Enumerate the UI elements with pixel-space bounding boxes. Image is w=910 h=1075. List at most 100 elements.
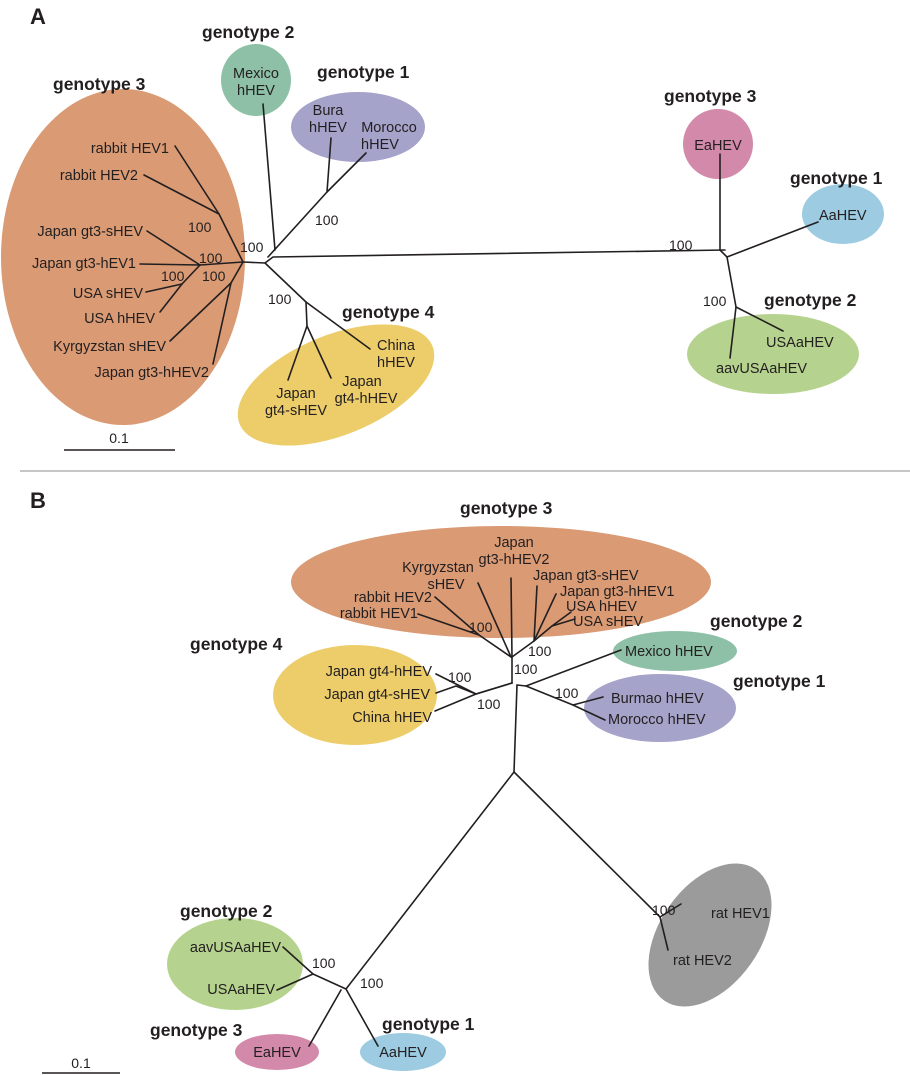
panel-a: A bbox=[1, 4, 884, 451]
leaf-label: rabbit HEV2 bbox=[354, 590, 432, 606]
genotype-label: genotype 3 bbox=[664, 86, 757, 106]
leaf-label: AaHEV bbox=[819, 208, 867, 224]
clade-ellipse-b-rat bbox=[648, 863, 772, 1007]
genotype-label: genotype 4 bbox=[190, 634, 283, 654]
bootstrap-value: 100 bbox=[360, 975, 384, 991]
branch bbox=[326, 137, 332, 193]
branch bbox=[345, 771, 515, 990]
clade-ellipse-b-genotype2 bbox=[613, 631, 737, 671]
panel-b-letter: B bbox=[30, 488, 46, 513]
bootstrap-value: 100 bbox=[469, 619, 493, 635]
genotype-label: genotype 3 bbox=[150, 1020, 243, 1040]
branch bbox=[306, 325, 332, 379]
branch bbox=[533, 593, 557, 642]
bootstrap-value: 100 bbox=[477, 696, 501, 712]
genotype-label: genotype 3 bbox=[53, 74, 146, 94]
genotype-label: genotype 2 bbox=[710, 611, 803, 631]
leaf-label: Morocco bbox=[361, 120, 417, 136]
branch bbox=[477, 582, 512, 658]
branch bbox=[143, 174, 220, 215]
panel-a-letter: A bbox=[30, 4, 46, 29]
genotype-label: genotype 1 bbox=[790, 168, 883, 188]
leaf-label: EaHEV bbox=[253, 1045, 301, 1061]
leaf-label: USA hHEV bbox=[84, 311, 155, 327]
leaf-label: hHEV bbox=[237, 83, 275, 99]
leaf-label: rabbit HEV1 bbox=[340, 606, 418, 622]
leaf-label: Bura bbox=[313, 103, 345, 119]
leaf-label: Japan gt3-hHEV1 bbox=[560, 584, 674, 600]
leaf-label: China hHEV bbox=[352, 710, 432, 726]
tree-a-branches bbox=[139, 103, 819, 381]
branch bbox=[345, 988, 379, 1047]
branch bbox=[659, 916, 669, 951]
leaf-label: rat HEV1 bbox=[711, 906, 770, 922]
genotype-label: genotype 1 bbox=[317, 62, 410, 82]
scale-bar-label: 0.1 bbox=[71, 1055, 91, 1071]
bootstrap-value: 100 bbox=[312, 955, 336, 971]
leaf-label: hHEV bbox=[361, 137, 399, 153]
clade-ellipse-b-genotype4 bbox=[273, 645, 437, 745]
leaf-label: gt4-hHEV bbox=[335, 391, 398, 407]
leaf-label: rabbit HEV2 bbox=[60, 168, 138, 184]
bootstrap-value: 100 bbox=[652, 902, 676, 918]
branch bbox=[435, 685, 477, 695]
leaf-label: Burmao hHEV bbox=[611, 691, 704, 707]
bootstrap-value: 100 bbox=[161, 268, 185, 284]
genotype-label: genotype 2 bbox=[180, 901, 273, 921]
genotype-label: genotype 2 bbox=[764, 290, 857, 310]
branch bbox=[276, 973, 314, 991]
leaf-label: Japan gt3-sHEV bbox=[533, 568, 639, 584]
branch bbox=[510, 577, 513, 684]
leaf-label: Japan gt3-hHEV2 bbox=[95, 365, 209, 381]
bootstrap-value: 100 bbox=[240, 239, 264, 255]
clade-ellipse-b-avian-genotype1 bbox=[360, 1033, 446, 1071]
scale-bar-label: 0.1 bbox=[109, 430, 129, 446]
tree-b-branches bbox=[276, 577, 682, 1047]
leaf-label: Kyrgyzstan sHEV bbox=[53, 339, 166, 355]
leaf-label: aavUSAaHEV bbox=[716, 361, 807, 377]
branch bbox=[729, 306, 737, 359]
genotype-label: genotype 4 bbox=[342, 302, 435, 322]
leaf-label: Japan gt3-hEV1 bbox=[32, 256, 136, 272]
bootstrap-value: 100 bbox=[514, 661, 538, 677]
branch bbox=[434, 682, 513, 712]
bootstrap-value: 100 bbox=[555, 685, 579, 701]
bootstrap-value: 100 bbox=[528, 643, 552, 659]
leaf-label: China bbox=[377, 338, 416, 354]
clade-ellipse-a-genotype1 bbox=[291, 92, 425, 162]
leaf-label: USAaHEV bbox=[766, 335, 834, 351]
clade-ellipse-b-genotype1 bbox=[584, 674, 736, 742]
branch bbox=[308, 989, 342, 1047]
branch bbox=[262, 103, 276, 251]
bootstrap-value: 100 bbox=[188, 219, 212, 235]
leaf-label: gt4-sHEV bbox=[265, 403, 327, 419]
clade-ellipse-b-avian-genotype3 bbox=[235, 1034, 319, 1070]
leaf-label: Japan bbox=[342, 374, 382, 390]
panel-b: B bbox=[30, 488, 826, 1074]
leaf-label: Morocco hHEV bbox=[608, 712, 706, 728]
leaf-label: Japan gt4-sHEV bbox=[324, 687, 430, 703]
genotype-label: genotype 2 bbox=[202, 22, 295, 42]
leaf-label: rabbit HEV1 bbox=[91, 141, 169, 157]
leaf-label: Japan bbox=[276, 386, 316, 402]
leaf-label: rat HEV2 bbox=[673, 953, 732, 969]
branch bbox=[159, 283, 183, 313]
bootstrap-value: 100 bbox=[448, 669, 472, 685]
leaf-label: USA hHEV bbox=[566, 599, 637, 615]
branch bbox=[267, 152, 367, 258]
genotype-label: genotype 3 bbox=[460, 498, 553, 518]
clade-ellipse-a-genotype2 bbox=[221, 44, 291, 116]
leaf-label: USA sHEV bbox=[73, 286, 143, 302]
branch bbox=[212, 282, 232, 365]
clade-ellipse-b-avian-genotype2 bbox=[167, 918, 303, 1010]
branch bbox=[572, 696, 604, 706]
branch bbox=[551, 618, 576, 627]
leaf-label: Kyrgyzstan bbox=[402, 560, 474, 576]
branch bbox=[242, 249, 726, 264]
clade-ellipse-a-genotype3 bbox=[1, 89, 245, 425]
leaf-label: AaHEV bbox=[379, 1045, 427, 1061]
leaf-label: sHEV bbox=[427, 577, 464, 593]
leaf-label: Japan gt3-sHEV bbox=[37, 224, 143, 240]
branch bbox=[139, 263, 201, 266]
